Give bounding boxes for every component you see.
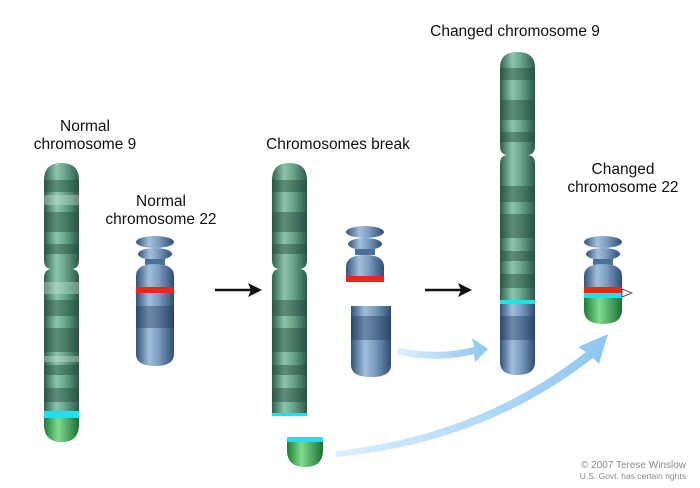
credit-line-1: © 2007 Terese Winslow bbox=[580, 460, 686, 471]
sequence-arrow-1 bbox=[215, 283, 262, 297]
movement-arrow-chr9-piece bbox=[336, 334, 608, 457]
label-changed-chromosome-22: Changed chromosome 22 bbox=[567, 161, 679, 196]
label-changed-chromosome-9: Changed chromosome 9 bbox=[430, 23, 600, 40]
label-chromosomes-break: Chromosomes break bbox=[266, 136, 410, 153]
sequence-arrow-2 bbox=[425, 283, 472, 297]
broken-chromosome-22-bottom bbox=[351, 306, 391, 377]
fusion-pointer-icon bbox=[621, 288, 634, 298]
changed-chromosome-22 bbox=[584, 236, 634, 324]
broken-chromosome-9 bbox=[272, 163, 307, 416]
normal-chromosome-9 bbox=[44, 163, 79, 442]
chr22-break-marker bbox=[136, 287, 174, 293]
movement-arrow-chr22-piece bbox=[398, 338, 488, 362]
credit-line-2: U.S. Govt. has certain rights bbox=[579, 471, 686, 481]
changed-chromosome-9 bbox=[500, 52, 535, 375]
detached-chr9-piece bbox=[287, 437, 323, 467]
chr9-tip-piece bbox=[44, 418, 79, 442]
broken-chromosome-22-top bbox=[346, 226, 384, 282]
chr9-break-marker bbox=[44, 411, 79, 418]
normal-chromosome-22 bbox=[136, 236, 174, 366]
label-normal-chromosome-22: Normal chromosome 22 bbox=[105, 193, 217, 228]
label-normal-chromosome-9: Normal chromosome 9 bbox=[33, 118, 137, 153]
